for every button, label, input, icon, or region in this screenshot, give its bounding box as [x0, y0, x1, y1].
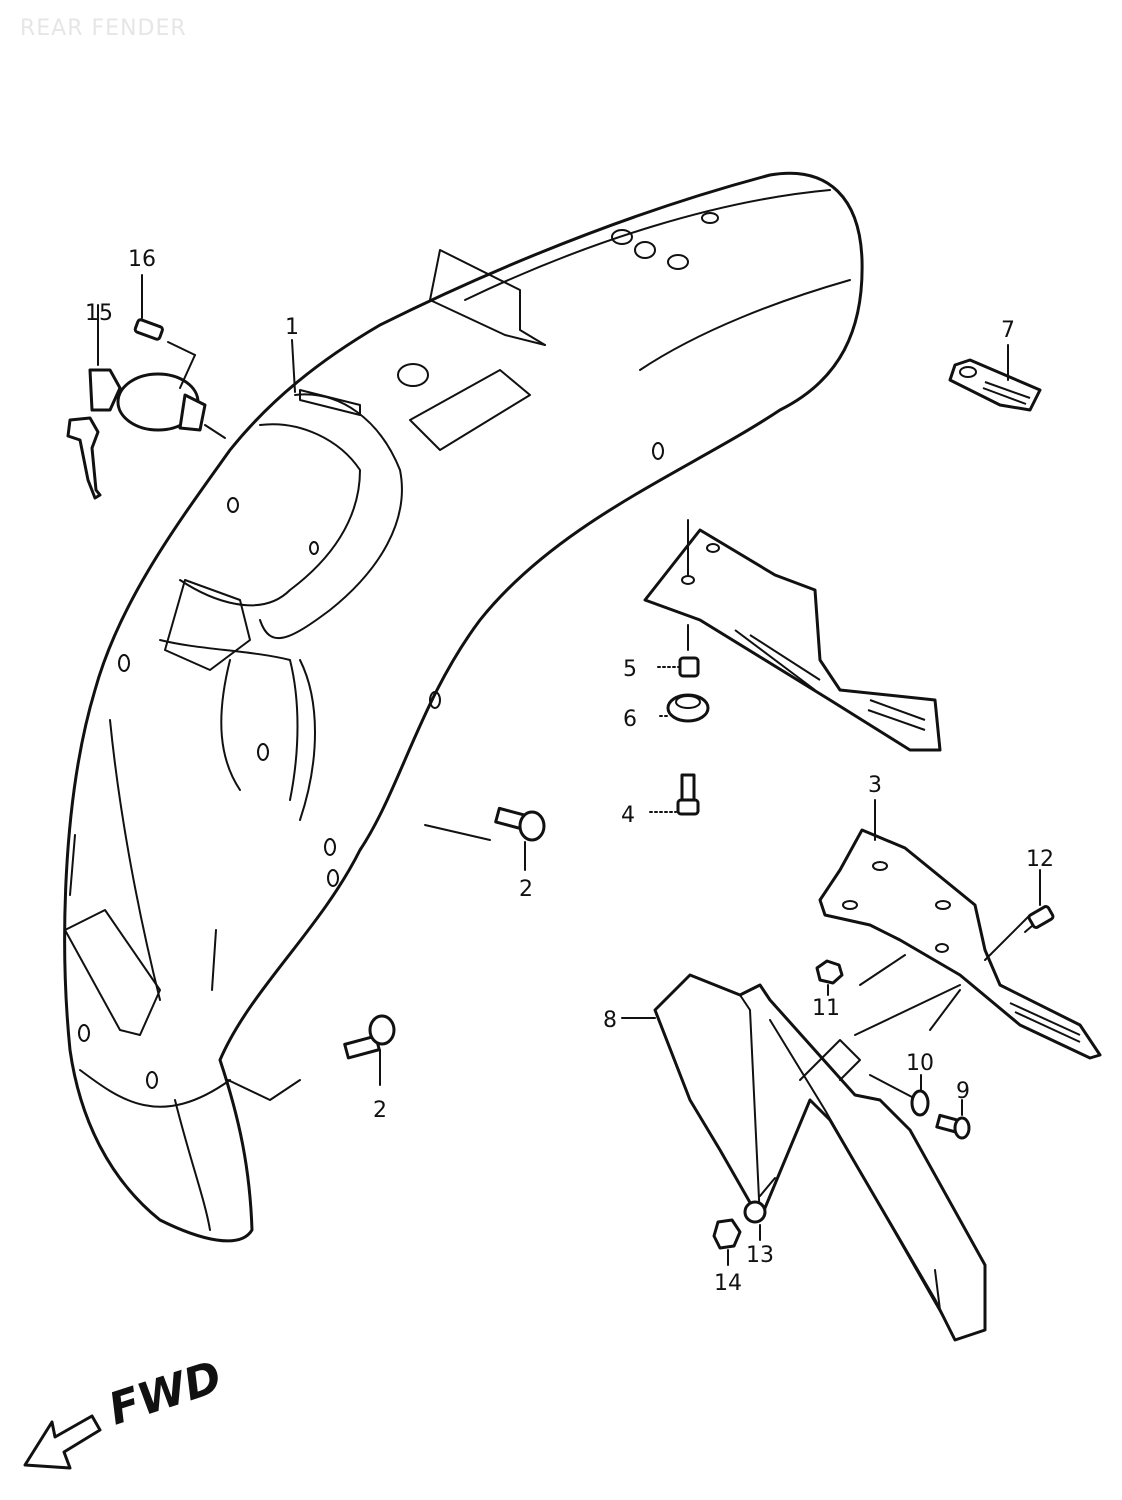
part-2-bolt-lower [343, 1014, 396, 1086]
diagram-title: REAR FENDER [20, 16, 187, 41]
part-11-nut [815, 959, 844, 996]
upper-bracket [643, 519, 942, 752]
part-15-lock-set [66, 304, 226, 500]
callout-7: 7 [1001, 318, 1015, 343]
part-16-screw [133, 274, 196, 389]
fwd-label: FWD [103, 1351, 228, 1435]
leader-part-1 [291, 339, 296, 393]
callout-5: 5 [623, 657, 637, 682]
part-3-bracket [818, 819, 1102, 1060]
part-14-nut [712, 1218, 742, 1266]
callout-15: 15 [85, 301, 113, 326]
part-6-grommet [659, 693, 710, 723]
callout-2-upper: 2 [519, 877, 533, 902]
callout-9: 9 [956, 1079, 970, 1104]
part-12-screw [1024, 869, 1055, 933]
callout-13: 13 [746, 1243, 774, 1268]
part-9-screw [935, 1099, 971, 1140]
callout-2-lower: 2 [373, 1098, 387, 1123]
callout-11: 11 [812, 996, 840, 1021]
part-2-bolt-upper [424, 806, 546, 871]
part-10-washer [869, 1074, 930, 1117]
part-5-nut [657, 656, 700, 678]
callout-4: 4 [621, 803, 635, 828]
callout-10: 10 [906, 1051, 934, 1076]
callout-6: 6 [623, 707, 637, 732]
callout-14: 14 [714, 1271, 742, 1296]
callout-3: 3 [868, 773, 882, 798]
forward-direction-indicator: FWD [23, 1351, 228, 1470]
plate-7 [948, 358, 1042, 412]
callout-16: 16 [128, 247, 156, 272]
callout-8: 8 [603, 1008, 617, 1033]
part-13-nut [743, 1177, 776, 1241]
callout-1: 1 [285, 315, 299, 340]
rear-fender-body [63, 171, 864, 1243]
forward-arrow-icon [23, 1414, 102, 1470]
part-4-bolt [649, 773, 700, 816]
callout-12: 12 [1026, 847, 1054, 872]
part-8-chain-guard [621, 973, 987, 1342]
